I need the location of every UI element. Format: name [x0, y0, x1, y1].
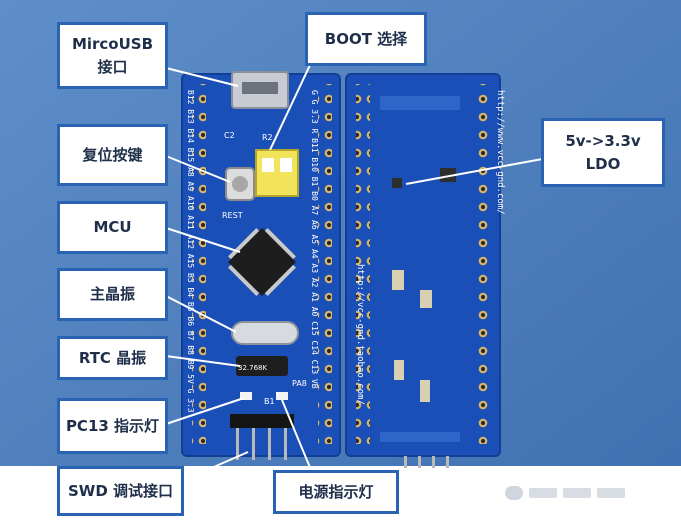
callout-swd: SWD 调试接口	[57, 466, 184, 516]
wechat-icon	[505, 486, 523, 500]
callout-ldo-line1: 5v->3.3v	[565, 132, 641, 150]
callout-reset: 复位按键	[57, 124, 168, 186]
leader-lines	[165, 47, 549, 489]
back-left-pin-row	[356, 84, 370, 444]
left-pin-labels: B12 B13 B14 B15 A8 A9 A10 A11 A12 A15 B3…	[186, 90, 195, 413]
callout-pc13: PC13 指示灯	[57, 398, 168, 454]
callout-power-line1: 电源指示灯	[298, 482, 374, 501]
crystal-silk-label: 32.768K	[238, 364, 267, 372]
ldo-chip	[392, 178, 402, 188]
callout-rtc: RTC 晶振	[57, 336, 168, 380]
pc13-led	[240, 392, 252, 400]
watermark-block	[597, 488, 625, 498]
back-header-pins	[404, 456, 449, 468]
callout-ldo-line2: LDO	[585, 154, 621, 173]
callout-rtc-line1: RTC 晶振	[78, 348, 147, 367]
callout-usb: MircoUSB 接口	[57, 22, 168, 89]
callout-ldo: 5v->3.3v LDO	[541, 118, 665, 187]
right-pin-labels: G G 3.3 R B11 B10 B1 B0 A7 A6 A5 A4 A3 A…	[310, 90, 319, 389]
reset-silk-label: REST	[222, 211, 243, 220]
main-crystal	[231, 321, 299, 345]
board-front: REST C2 R2 32.768K PA8 B1 B12 B13 B14 B1…	[181, 71, 341, 460]
watermark-block	[529, 488, 557, 498]
board-back: http://www.vcc-gnd.com/ http://vcc-gnd.t…	[345, 73, 505, 468]
left-pin-row	[192, 84, 206, 444]
pa8-silk-label: PA8	[292, 379, 307, 388]
rtc-crystal	[236, 356, 288, 376]
callout-usb-line1: MircoUSB	[71, 35, 154, 53]
callout-mcu-line1: MCU	[93, 218, 132, 237]
callout-power: 电源指示灯	[273, 470, 399, 514]
callout-crystal: 主晶振	[57, 268, 168, 321]
back-url-top: http://www.vcc-gnd.com/	[495, 90, 505, 215]
back-url-bottom: http://vcc-gnd.taobao.com/	[355, 264, 365, 405]
boot-jumper	[255, 149, 299, 197]
watermark	[505, 482, 665, 504]
callout-reset-line1: 复位按键	[82, 145, 143, 164]
back-right-pin-row	[478, 84, 492, 444]
callout-boot: BOOT 选择	[305, 12, 427, 66]
callout-crystal-line1: 主晶振	[89, 285, 135, 304]
right-pin-row	[318, 84, 332, 444]
watermark-block	[563, 488, 591, 498]
swd-header	[230, 414, 294, 460]
c2-silk-label: C2	[224, 131, 235, 140]
callout-usb-line2: 接口	[97, 57, 128, 76]
callout-boot-line1: BOOT 选择	[324, 29, 408, 48]
r2-silk-label: R2	[262, 133, 273, 142]
mcu-chip	[228, 228, 296, 296]
b1-silk-label: B1	[264, 397, 275, 406]
callout-swd-line1: SWD 调试接口	[67, 481, 174, 500]
callout-mcu: MCU	[57, 201, 168, 254]
power-led	[276, 392, 288, 400]
callout-pc13-line1: PC13 指示灯	[65, 416, 160, 435]
